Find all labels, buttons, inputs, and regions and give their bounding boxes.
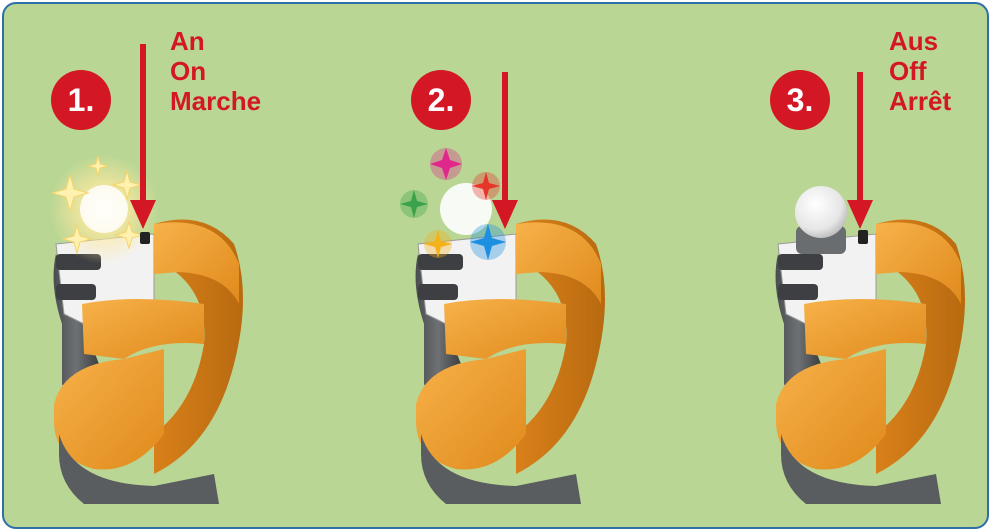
illustration-canvas — [4, 4, 987, 527]
label-french: Arrêt — [889, 86, 951, 116]
label-english: On — [170, 56, 261, 86]
arrow-down — [130, 44, 156, 229]
switch — [140, 232, 150, 244]
sparkle-blue — [470, 224, 506, 260]
step-3-labels: Aus Off Arrêt — [889, 26, 951, 116]
switch — [858, 230, 868, 244]
label-english: Off — [889, 56, 951, 86]
sparkle-red — [472, 172, 500, 200]
label-german: Aus — [889, 26, 951, 56]
light-bulb-off — [795, 186, 847, 254]
sparkle-pink — [430, 148, 462, 180]
label-german: An — [170, 26, 261, 56]
sparkle-green — [400, 190, 428, 218]
arrow-down — [847, 72, 873, 229]
lamp-unit-2 — [400, 72, 605, 504]
label-french: Marche — [170, 86, 261, 116]
step-1-labels: An On Marche — [170, 26, 261, 116]
lamp-unit-3 — [776, 72, 965, 504]
step-1-badge: 1. — [51, 70, 111, 130]
step-3-badge: 3. — [770, 70, 830, 130]
step-2-badge: 2. — [411, 70, 471, 130]
arrow-down — [492, 72, 518, 229]
sparkle-yellow — [424, 230, 452, 258]
